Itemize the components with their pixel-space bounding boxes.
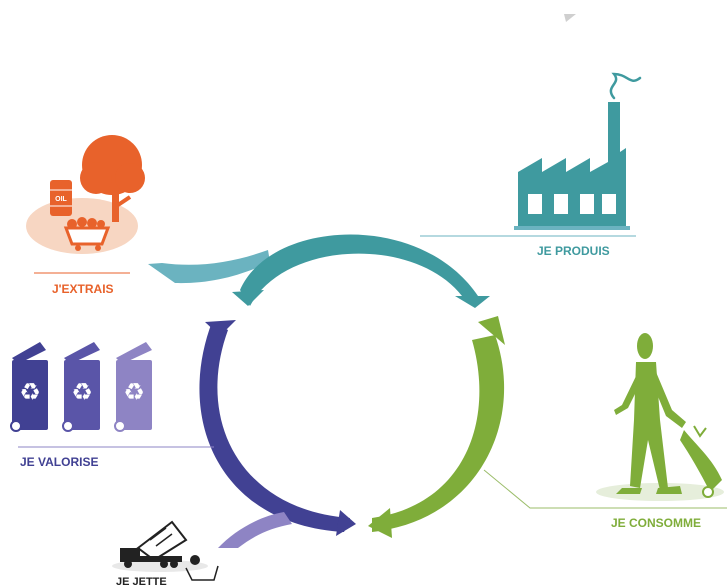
extract-icon: OIL <box>26 135 145 254</box>
mine-cart <box>63 226 111 246</box>
recycle-icon: ♻ <box>19 378 41 406</box>
oil-barrel <box>50 180 72 216</box>
discard-outflow-arrow <box>218 512 292 548</box>
consume-arrowhead-top <box>478 316 505 345</box>
recycle-icon: ♻ <box>123 378 145 406</box>
recover-arc <box>199 322 350 532</box>
produce-arrow-tip <box>455 296 490 308</box>
corner-mark <box>564 14 576 22</box>
tree-trunk <box>112 180 119 222</box>
recycling-bins-icon: ♻ ♻ ♻ <box>10 342 152 432</box>
recover-arrowhead-top <box>205 320 236 336</box>
consumer-icon <box>596 333 724 501</box>
barrel-label: OIL <box>55 196 67 203</box>
recycle-icon: ♻ <box>71 378 93 406</box>
recover-arrowhead <box>336 510 356 536</box>
extract-inflow-arrow <box>148 250 270 284</box>
stage-label-extract: J'EXTRAIS <box>52 282 114 296</box>
shopping-bag-icon <box>680 430 722 492</box>
stage-label-discard: JE JETTE <box>116 576 167 588</box>
dump-truck-icon <box>112 520 219 581</box>
stage-label-recover: JE VALORISE <box>20 455 99 469</box>
produce-arc <box>240 234 478 306</box>
smoke-icon <box>609 72 642 100</box>
factory-icon <box>514 72 642 230</box>
produce-arrowhead <box>232 290 264 306</box>
consume-connector <box>483 469 727 509</box>
stage-label-produce: JE PRODUIS <box>537 244 610 258</box>
consume-arrowhead <box>368 508 392 538</box>
stage-label-consume: JE CONSOMME <box>611 516 702 530</box>
consume-arc <box>372 335 505 532</box>
